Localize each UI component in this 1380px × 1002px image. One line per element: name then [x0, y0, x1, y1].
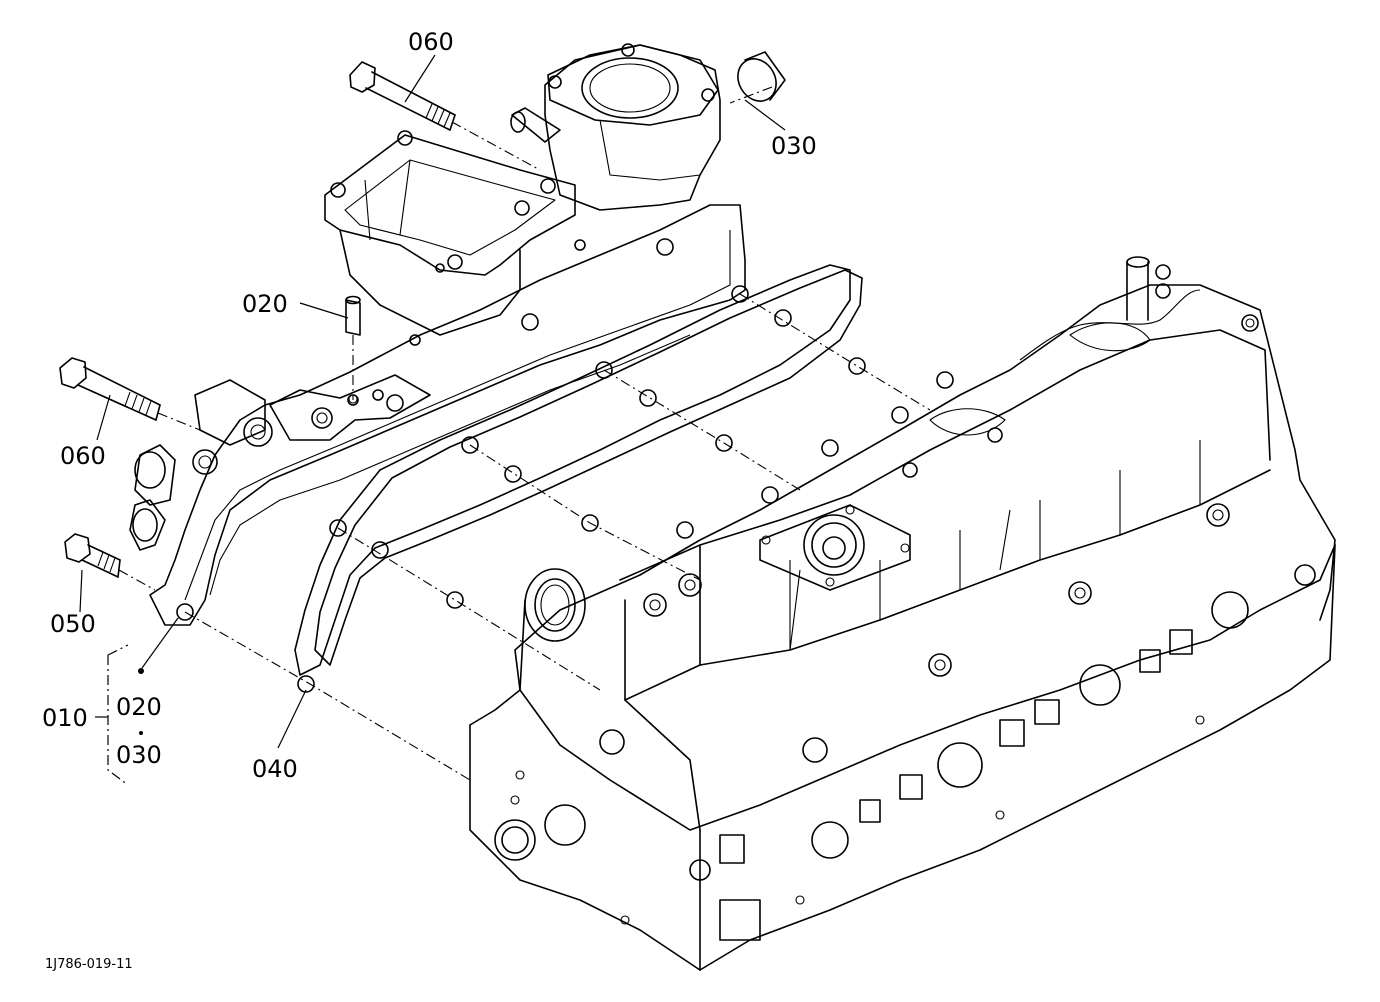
label-040: 040: [252, 755, 298, 783]
label-020-group: 020: [116, 693, 162, 721]
gasket-040: [294, 264, 866, 693]
bolt-060-left: [59, 357, 161, 421]
label-020: 020: [242, 290, 288, 318]
water-manifold: [129, 43, 749, 626]
drawing-code: 1J786-019-11: [45, 957, 133, 972]
plug-030: [737, 51, 786, 102]
cylinder-head: [469, 256, 1336, 971]
label-060-left: 060: [60, 442, 106, 470]
bolt-050: [64, 533, 121, 578]
label-010: 010: [42, 704, 88, 732]
bolt-060-top: [349, 61, 456, 131]
label-030-top: 030: [771, 132, 817, 160]
label-030-group: 030: [116, 741, 162, 769]
label-060-top: 060: [408, 28, 454, 56]
assembly-lines: [118, 86, 931, 781]
leader-lines: [79, 54, 786, 786]
label-050: 050: [50, 610, 96, 638]
